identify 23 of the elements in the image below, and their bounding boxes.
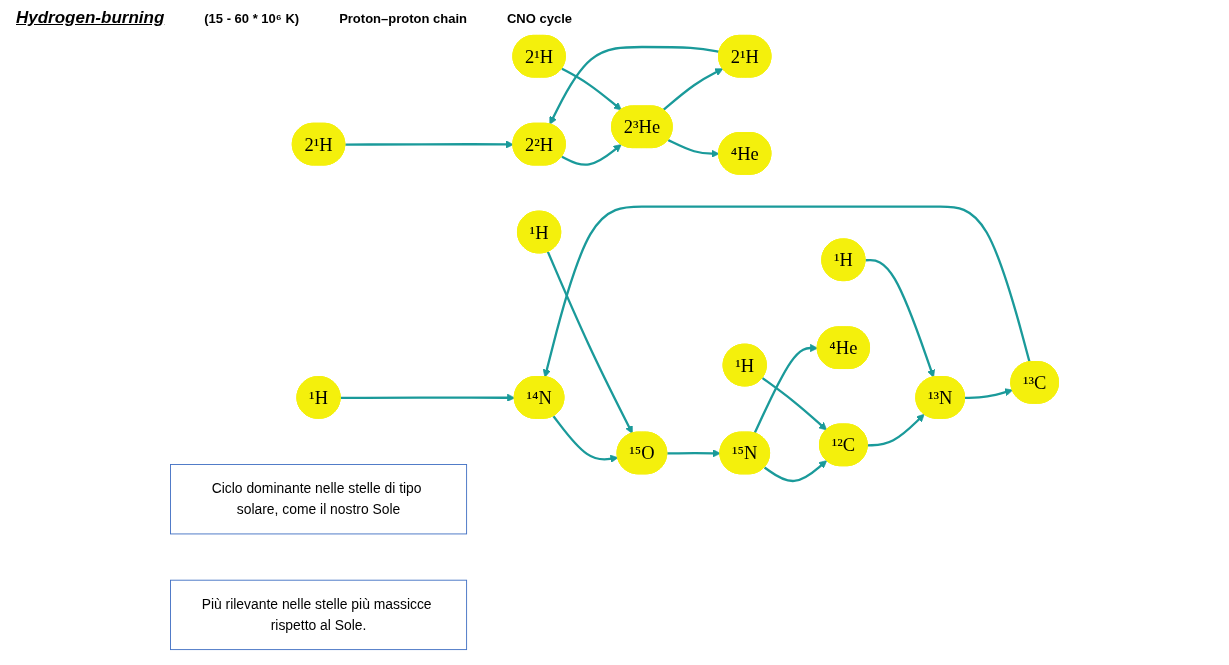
arrow <box>542 205 1031 378</box>
arrow <box>662 68 724 111</box>
arrow <box>549 45 720 125</box>
arrow <box>865 259 935 378</box>
arrow <box>753 343 819 434</box>
arrow <box>561 144 622 166</box>
node-box: Più rilevante nelle stelle più massicce rispetto al Sole. <box>170 579 468 651</box>
arrow <box>546 251 633 434</box>
arrow <box>667 449 721 458</box>
arrow <box>964 388 1013 400</box>
arrow <box>763 460 828 483</box>
arrow <box>761 377 828 431</box>
arrow <box>340 393 516 402</box>
arrow <box>345 140 514 149</box>
node-box: Ciclo dominante nelle stelle di tipo solare, come il nostro Sole <box>170 464 468 535</box>
title: Hydrogen-burning <box>16 8 165 28</box>
arrow <box>667 139 720 158</box>
arrow <box>552 415 619 463</box>
arrow <box>561 67 622 111</box>
note-label: Proton–proton chain <box>339 11 467 26</box>
arrow <box>867 413 925 447</box>
note-label: (15 - 60 * 10⁶ K) <box>204 11 300 26</box>
note-label: CNO cycle <box>506 11 572 26</box>
